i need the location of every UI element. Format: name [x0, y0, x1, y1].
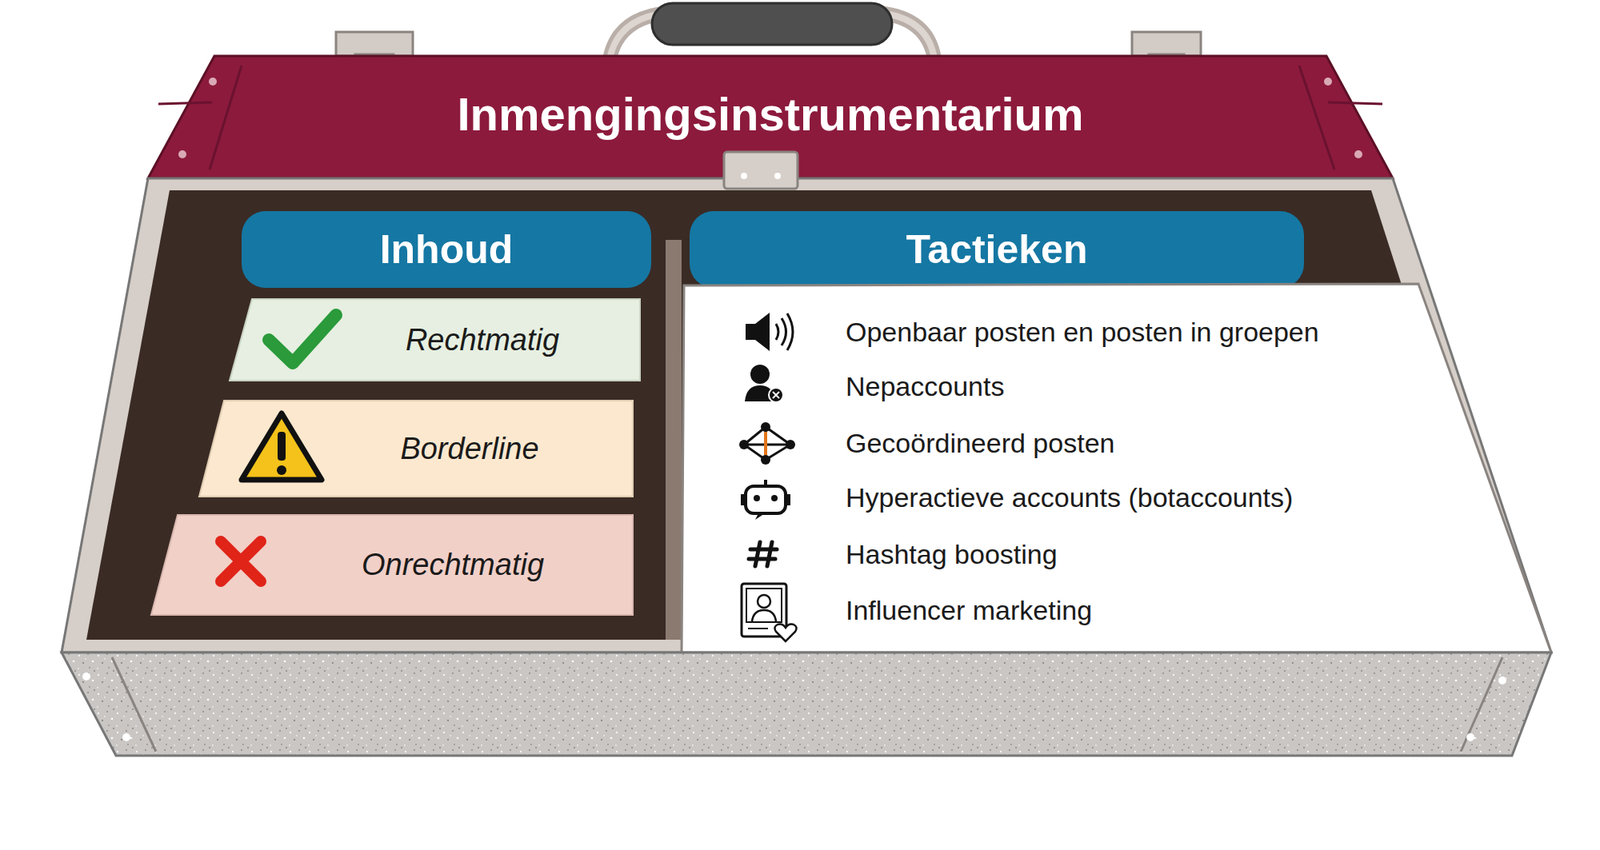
- case-corner: [112, 657, 1503, 752]
- speaker-icon: [745, 312, 793, 352]
- latch: [724, 152, 798, 189]
- header-text: Inhoud: [380, 226, 514, 273]
- warning-icon: [241, 413, 322, 480]
- compartment-divider: [665, 240, 682, 640]
- check-icon: [268, 315, 336, 364]
- tactic-text: Influencer marketing: [845, 595, 1092, 627]
- lid-rivets: [178, 77, 1363, 159]
- category-box: [229, 299, 640, 381]
- category-box: Rechtmatig: [346, 299, 619, 381]
- category-box: Onrechtmatig: [292, 515, 613, 616]
- tactics-panel: [681, 284, 1552, 653]
- case-rim: [61, 178, 1552, 653]
- handle-grip: [652, 3, 892, 45]
- tactic-text: Openbaar posten en posten in groepen: [845, 316, 1320, 348]
- tactic-text: Hyperactieve accounts (botaccounts): [845, 482, 1293, 514]
- tactic-text: Hashtag boosting: [845, 539, 1058, 571]
- tactic-text: Nepaccounts: [845, 371, 1004, 403]
- tactic-text: Gecoördineerd posten: [845, 428, 1115, 460]
- influencer-icon: [741, 584, 797, 642]
- header-pill: [241, 211, 652, 288]
- header-text: Tactieken: [906, 226, 1088, 273]
- header-pill: [689, 211, 1304, 288]
- category-text: Rechtmatig: [405, 323, 560, 358]
- header-pill: Tactieken: [689, 211, 1304, 288]
- bot-icon: [740, 480, 791, 520]
- tactics-panel: Openbaar posten en posten in groepenNepa…: [681, 285, 1552, 653]
- category-text: Borderline: [400, 432, 539, 467]
- fake-account-icon: [744, 364, 784, 403]
- category-text: Onrechtmatig: [361, 548, 544, 583]
- title-text: Inmengingsinstrumentarium: [456, 87, 1084, 141]
- category-box: [151, 515, 633, 616]
- header-pill: Inhoud: [241, 211, 652, 288]
- hashtag-icon: [748, 542, 777, 567]
- case-rivets: [82, 672, 1507, 742]
- category-box: Borderline: [325, 400, 614, 497]
- network-icon: [739, 422, 796, 465]
- category-box: [199, 400, 633, 497]
- cross-icon: [220, 541, 261, 582]
- case-front: [61, 652, 1552, 756]
